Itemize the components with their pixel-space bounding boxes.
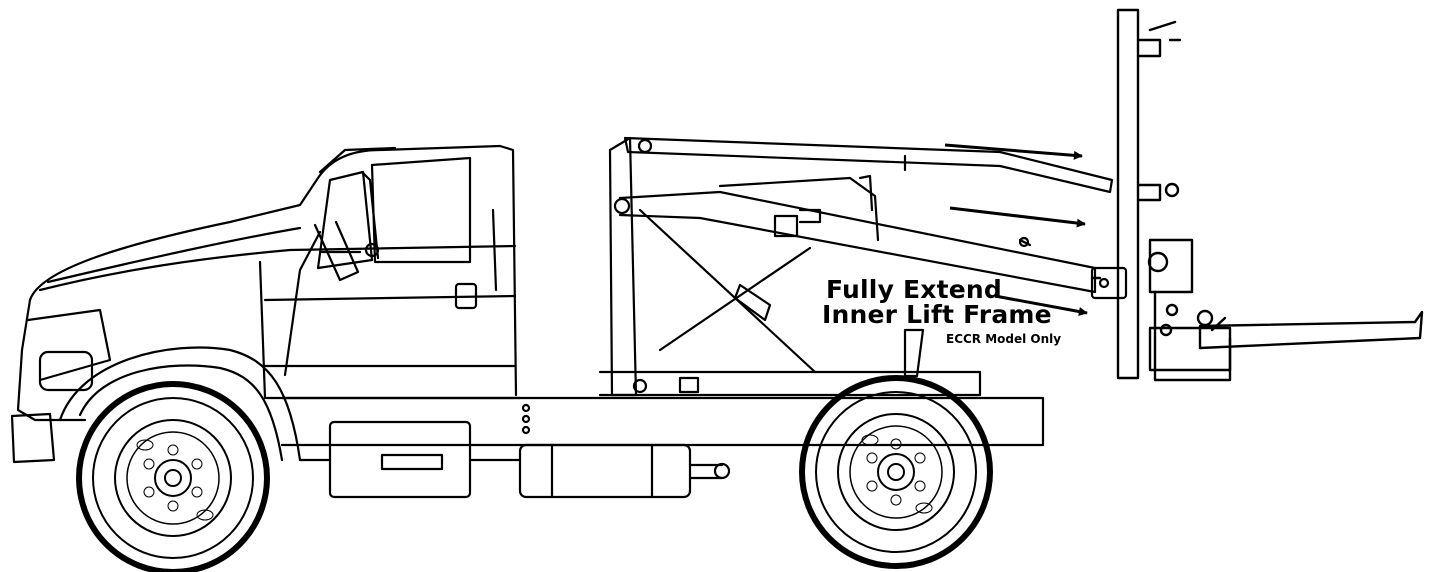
exhaust-pipe xyxy=(903,328,925,378)
rear-wheel xyxy=(799,375,993,569)
inner-lift-frame xyxy=(1090,8,1424,382)
chassis-frame xyxy=(280,396,1045,499)
callout-line-1: Fully Extend xyxy=(826,275,1002,304)
arrow-upper xyxy=(944,143,1083,160)
callout-line-2: Inner Lift Frame xyxy=(822,300,1052,329)
front-wheel xyxy=(76,381,270,572)
extension-arrows xyxy=(944,143,1088,316)
arrow-lower xyxy=(994,294,1088,316)
callout-note: ECCR Model Only xyxy=(946,332,1062,346)
arrow-middle xyxy=(949,206,1086,228)
truck-cab xyxy=(10,144,522,499)
wrecker-mast xyxy=(598,136,1128,397)
